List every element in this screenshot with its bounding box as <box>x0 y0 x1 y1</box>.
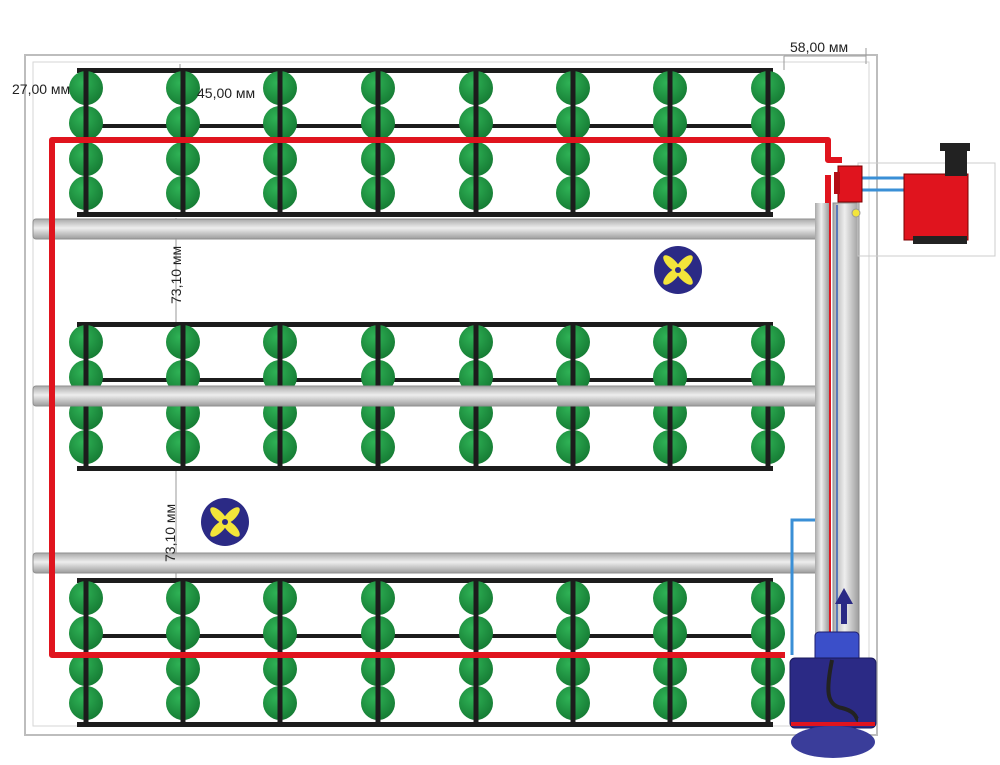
fans <box>201 246 702 546</box>
fan-blade <box>210 507 228 525</box>
dim-plant-spacing: 45,00 мм <box>197 85 255 101</box>
fan-blade <box>675 255 693 273</box>
fan-blade <box>210 519 228 537</box>
rail-bottom <box>77 466 773 471</box>
dim-row-gap-top: 73,10 мм <box>168 246 184 304</box>
arrow-up-icon <box>835 588 853 624</box>
riser-pipes <box>815 202 860 653</box>
rail-top <box>77 578 773 583</box>
air-pipe <box>32 218 824 240</box>
fan-hub <box>675 267 681 273</box>
rail-bottom <box>77 212 773 217</box>
fan-icon <box>654 246 702 294</box>
heater-icon <box>834 143 996 257</box>
pump-icon <box>789 631 877 758</box>
rail-top <box>77 68 773 73</box>
rail-middle <box>77 634 773 638</box>
air-pipe <box>32 552 824 574</box>
fan-blade <box>222 507 240 525</box>
fan-blade <box>222 519 240 537</box>
fan-icon <box>201 498 249 546</box>
fan-blade <box>675 267 693 285</box>
dim-left-margin: 27,00 мм <box>12 81 70 97</box>
dim-right-margin: 58,00 мм <box>790 39 848 55</box>
dim-row-gap-bottom: 73,10 мм <box>162 504 178 562</box>
rail-middle <box>77 378 773 382</box>
fan-hub <box>222 519 228 525</box>
water-supply-line <box>790 176 905 655</box>
fan-blade <box>663 267 681 285</box>
fan-blade <box>663 255 681 273</box>
rail-top <box>77 322 773 327</box>
air-pipes <box>32 218 824 574</box>
air-pipe <box>32 385 824 407</box>
rail-middle <box>77 124 773 128</box>
rail-bottom <box>77 722 773 727</box>
